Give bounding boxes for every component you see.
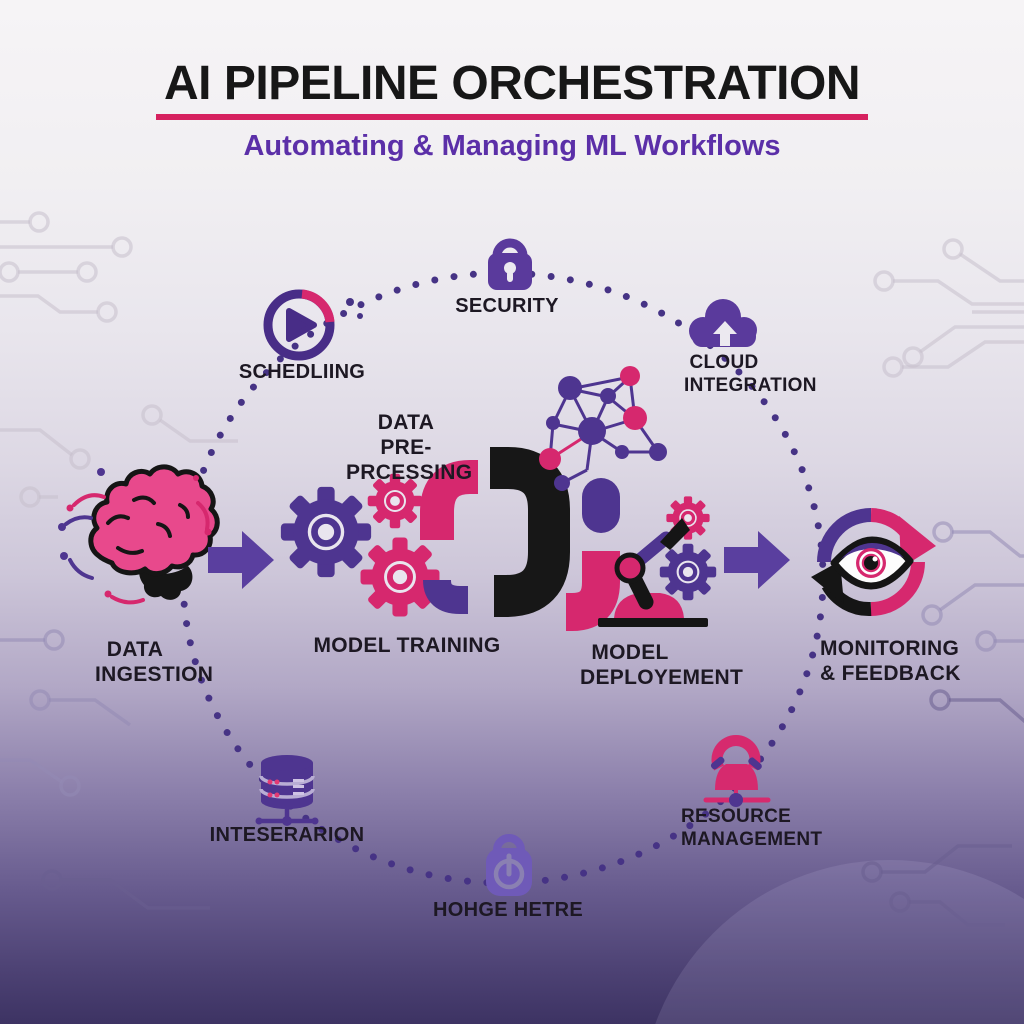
person-icon (703, 735, 771, 807)
circuit-pattern (0, 211, 1024, 927)
play-circle-icon (263, 289, 335, 361)
label-line: RESOURCE (681, 806, 792, 827)
label-line: CLOUD (689, 352, 759, 373)
label-line: & FEEDBACK (820, 662, 961, 686)
title-underline (156, 114, 868, 120)
label-scheduling: SCHEDLIING (202, 360, 402, 384)
gears-icon (281, 474, 440, 617)
label-line: PRE-PRCESSING (346, 436, 473, 485)
network-graph-icon (539, 366, 667, 491)
label-update-lock: HOHGE HETRE (408, 898, 608, 922)
label-line: HOHGE HETRE (433, 899, 583, 921)
label-line: DEPLOYEMENT (580, 666, 744, 690)
cloud-upload-icon (689, 299, 757, 347)
robot-arm-icon (598, 494, 716, 627)
label-line: INGESTION (95, 663, 214, 687)
label-line: SCHEDLIING (238, 361, 366, 383)
label-line: INTESERARION (209, 824, 365, 846)
label-data-ingestion: DATA INGESTION (95, 637, 214, 687)
page-subtitle: Automating & Managing ML Workflows (243, 130, 781, 162)
pipeline-pipes-icon (420, 447, 620, 631)
ingest-arrows-decor (58, 468, 212, 605)
label-monitoring-feedback: MONITORING & FEEDBACK (820, 636, 980, 686)
label-line: MODEL (591, 641, 669, 664)
brain-icon (88, 464, 220, 600)
label-data-preprocessing: DATA PRE-PRCESSING (346, 410, 473, 486)
label-line: DATA (106, 638, 164, 661)
label-line: MANAGEMENT (681, 828, 823, 850)
lock-icon (488, 238, 532, 290)
label-model-training: MODEL TRAINING (307, 633, 507, 658)
label-resource-management: RESOURCE MANAGEMENT (681, 806, 823, 852)
label-line: INTEGRATION (684, 374, 817, 396)
label-line: SECURITY (455, 295, 559, 317)
page-title: AI PIPELINE ORCHESTRATION (164, 57, 861, 110)
label-line: MODEL TRAINING (313, 634, 501, 657)
label-integration-database: INTESERARION (187, 823, 387, 847)
eye-cycle-icon (811, 508, 936, 617)
padlock-power-icon (486, 834, 532, 896)
label-line: DATA (377, 411, 435, 434)
flow-arrow-right (724, 531, 790, 589)
label-security: SECURITY (407, 294, 607, 318)
label-cloud-integration: CLOUD INTEGRATION (684, 352, 817, 398)
label-model-deployment: MODEL DEPLOYEMENT (580, 640, 744, 690)
flow-arrow-left (208, 531, 274, 589)
label-line: MONITORING (820, 637, 960, 660)
database-icon (255, 755, 319, 826)
